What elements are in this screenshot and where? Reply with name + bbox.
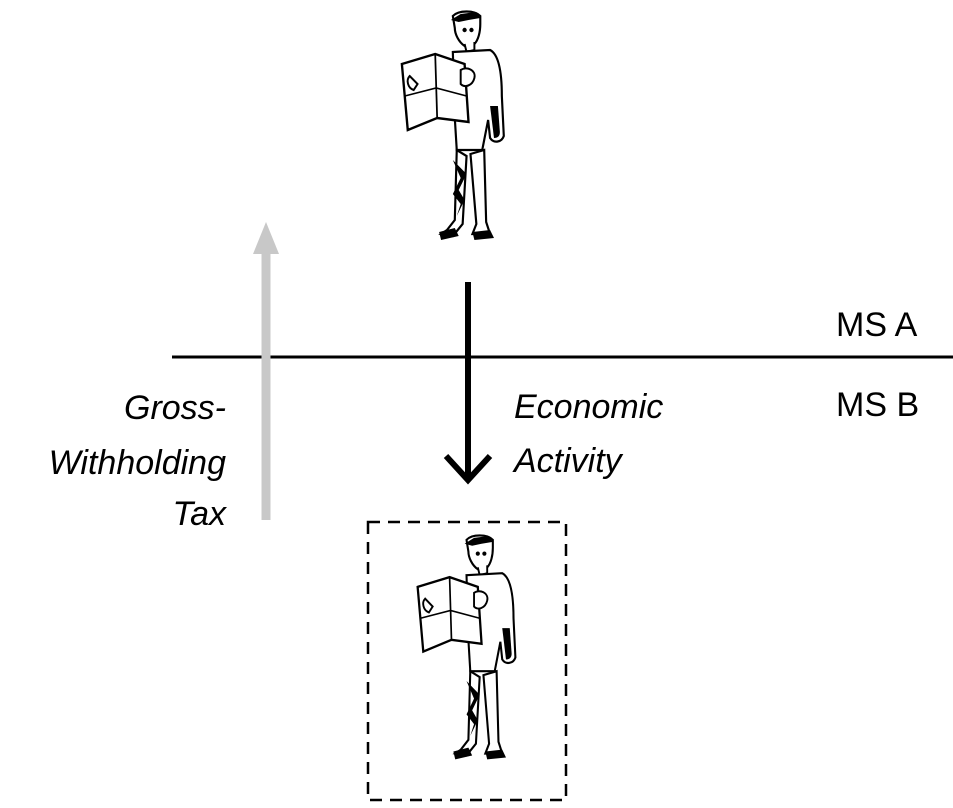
withholding-tax-label-line-3: Tax xyxy=(172,495,226,533)
dashed-frame xyxy=(366,520,568,802)
person-reading-map-icon xyxy=(400,10,505,242)
member-state-b-label: MS B xyxy=(836,386,920,424)
withholding-tax-label-line-1: Gross- xyxy=(124,389,226,427)
member-state-a-label: MS A xyxy=(836,306,918,344)
economic-activity-label-line-2: Activity xyxy=(514,442,622,480)
economic-activity-label-line-1: Economic xyxy=(514,388,664,426)
withholding-tax-label-line-2: Withholding xyxy=(48,444,226,482)
withholding-tax-arrow xyxy=(253,222,279,520)
person-reading-map-icon-bottom xyxy=(416,534,517,761)
economic-activity-arrow xyxy=(443,282,493,485)
